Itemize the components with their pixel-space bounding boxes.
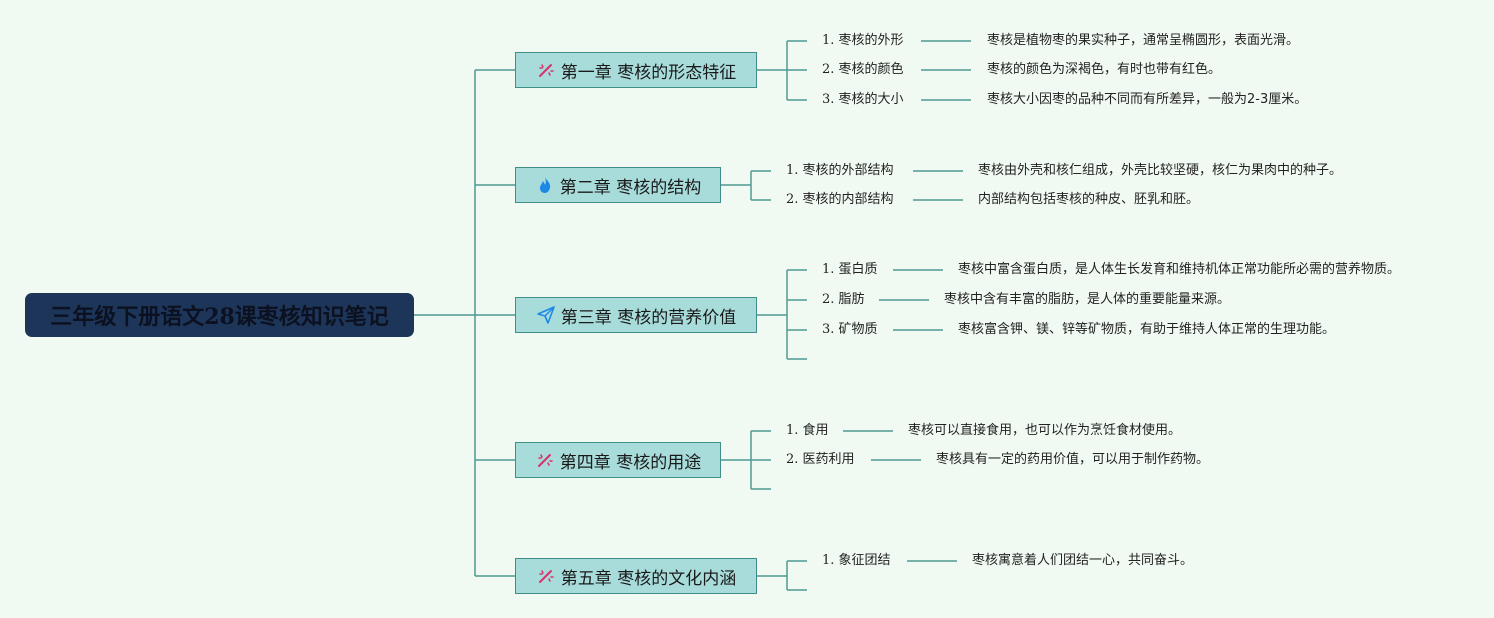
item-label: 2. 医药利用 bbox=[786, 452, 855, 467]
wand-icon bbox=[535, 450, 555, 470]
item-description: 枣核大小因枣的品种不同而有所差异，一般为2-3厘米。 bbox=[987, 92, 1308, 107]
item-description: 枣核由外壳和核仁组成，外壳比较坚硬，核仁为果肉中的种子。 bbox=[978, 163, 1343, 178]
item-label: 2. 脂肪 bbox=[822, 292, 865, 307]
item-description: 枣核中富含蛋白质，是人体生长发育和维持机体正常功能所必需的营养物质。 bbox=[958, 262, 1401, 277]
item-label: 2. 枣核的内部结构 bbox=[786, 192, 894, 207]
chapter-title: 第二章 枣核的结构 bbox=[559, 177, 702, 198]
chapter-title: 第一章 枣核的形态特征 bbox=[560, 62, 737, 83]
item-description: 内部结构包括枣核的种皮、胚乳和胚。 bbox=[978, 192, 1200, 207]
flame-icon bbox=[535, 175, 555, 195]
item-description: 枣核可以直接食用，也可以作为烹饪食材使用。 bbox=[908, 423, 1182, 438]
chapter-title: 第三章 枣核的营养价值 bbox=[560, 307, 737, 328]
chapter-node-4[interactable]: 第四章 枣核的用途 bbox=[515, 442, 721, 478]
item-label: 3. 矿物质 bbox=[822, 322, 878, 337]
chapter-title: 第四章 枣核的用途 bbox=[559, 452, 702, 473]
item-label: 2. 枣核的颜色 bbox=[822, 62, 904, 77]
chapter-title: 第五章 枣核的文化内涵 bbox=[560, 568, 737, 589]
paper-plane-icon bbox=[536, 305, 556, 325]
item-description: 枣核是植物枣的果实种子，通常呈椭圆形，表面光滑。 bbox=[987, 33, 1300, 48]
item-label: 1. 枣核的外部结构 bbox=[786, 163, 894, 178]
wand-icon bbox=[536, 60, 556, 80]
item-description: 枣核寓意着人们团结一心，共同奋斗。 bbox=[972, 553, 1194, 568]
chapter-node-2[interactable]: 第二章 枣核的结构 bbox=[515, 167, 721, 203]
chapter-node-5[interactable]: 第五章 枣核的文化内涵 bbox=[515, 558, 757, 594]
item-description: 枣核的颜色为深褐色，有时也带有红色。 bbox=[987, 62, 1222, 77]
item-label: 1. 食用 bbox=[786, 423, 829, 438]
item-label: 1. 枣核的外形 bbox=[822, 33, 904, 48]
root-title: 三年级下册语文28课枣核知识笔记 bbox=[50, 304, 389, 330]
wand-icon bbox=[536, 566, 556, 586]
item-description: 枣核中含有丰富的脂肪，是人体的重要能量来源。 bbox=[944, 292, 1231, 307]
item-label: 1. 蛋白质 bbox=[822, 262, 878, 277]
item-description: 枣核具有一定的药用价值，可以用于制作药物。 bbox=[936, 452, 1210, 467]
item-label: 3. 枣核的大小 bbox=[822, 92, 904, 107]
chapter-node-3[interactable]: 第三章 枣核的营养价值 bbox=[515, 297, 757, 333]
chapter-node-1[interactable]: 第一章 枣核的形态特征 bbox=[515, 52, 757, 88]
root-node[interactable]: 三年级下册语文28课枣核知识笔记 bbox=[25, 293, 414, 337]
item-description: 枣核富含钾、镁、锌等矿物质，有助于维持人体正常的生理功能。 bbox=[958, 322, 1336, 337]
item-label: 1. 象征团结 bbox=[822, 553, 891, 568]
